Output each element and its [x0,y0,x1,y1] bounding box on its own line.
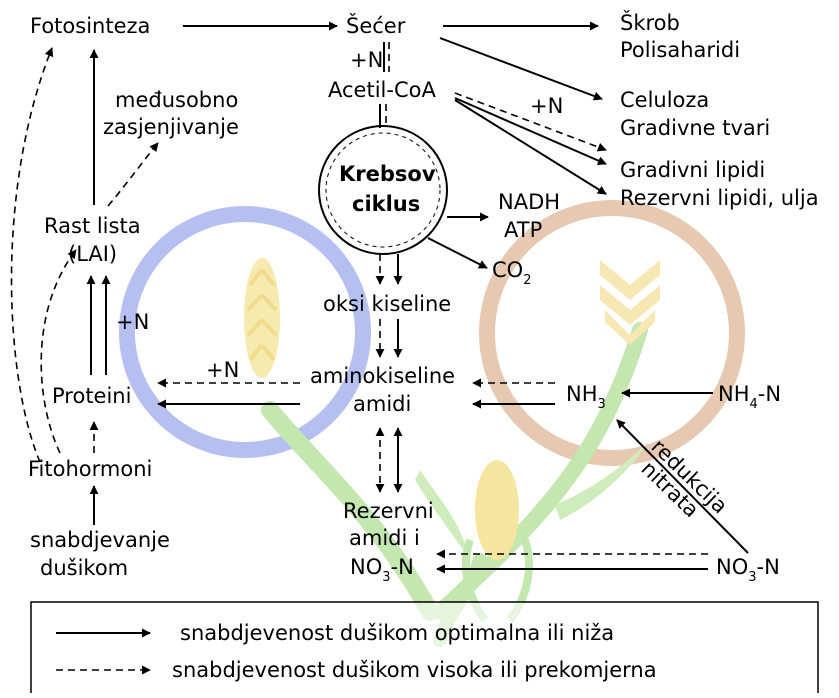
legend: snabdjevenost dušikom optimalna ili niža… [30,601,819,698]
arrow-rast-medusobno-dashed [107,142,159,207]
rez-no3-sub: 3 [382,570,390,585]
nh3-main: NH [566,382,598,406]
label-nadh: NADH [498,190,560,214]
label-ciklus: ciklus [352,192,420,216]
label-plus-n-proteini: +N [116,310,149,334]
label-fotosinteza: Fotosinteza [30,14,150,38]
dashed-arrows [10,42,708,559]
arrow-secer-celuloza [439,37,603,101]
label-celuloza: Celuloza [620,88,709,112]
label-proteini: Proteini [52,384,131,408]
label-acetil: Acetil-CoA [328,78,436,102]
arrow-fito-rast-dashed [40,249,77,454]
label-secer: Šećer [346,13,406,38]
label-amidi: amidi [353,392,411,416]
label-fitohormoni: Fitohormoni [28,457,152,481]
tan-ring [479,200,745,466]
label-dusikom: dušikom [40,556,128,580]
label-plus-n-secer: +N [350,48,383,72]
label-rezervni-lipidi: Rezervni lipidi, ulja [620,186,819,210]
krebs-cycle-circle [318,125,448,255]
label-rezervni: Rezervni [343,499,434,523]
rez-no3-tail: -N [391,555,414,579]
label-atp: ATP [504,218,542,242]
nh4-sub: 4 [750,397,758,412]
solid-arrows [86,21,749,574]
label-amidi-i: amidi i [349,526,420,550]
legend-box [30,601,819,698]
co2-sub: 2 [523,273,531,288]
rez-no3-main: NO [350,555,382,579]
label-gradivne-tvari: Gradivne tvari [620,116,770,140]
nh3-sub: 3 [598,397,606,412]
leaf-left [555,440,650,520]
legend-dashed-label: snabdjevenost dušikom visoka ili prekomj… [172,658,657,682]
label-skrob: Škrob [620,10,680,35]
label-plus-n-amino: +N [206,358,239,382]
no3-tail: -N [757,555,780,579]
legend-solid-label: snabdjevenost dušikom optimalna ili niža [180,621,614,645]
label-no3: NO3-N [716,555,780,585]
krebs-cycle-inner-circle [325,132,441,248]
arrow-acetil-rezervni [454,99,607,195]
arrow-krebs-co2 [427,237,488,269]
wheat-head-left [244,258,280,378]
label-snabdjevanje: snabdjevanje [30,528,170,552]
wheat-head-right [600,260,660,345]
label-nh4: NH4-N [718,382,781,412]
arrow-acetil-gradivni [454,97,607,165]
label-lai: (LAI) [68,242,117,266]
node-labels: Fotosinteza Šećer Škrob Polisaharidi +N … [28,10,819,585]
label-medusobno: međusobno [115,88,238,112]
label-krebsov: Krebsov [339,162,436,186]
leaf-right [415,470,470,560]
no3-main: NO [716,555,748,579]
wheat-grains-left [246,268,278,362]
label-oksi: oksi kiseline [323,292,451,316]
label-polisaharidi: Polisaharidi [620,38,740,62]
arrow-no3-nh3 [616,419,749,554]
label-gradivni-lipidi: Gradivni lipidi [620,158,765,182]
label-rast-lista: Rast lista [44,214,141,238]
label-nh3: NH3 [566,382,606,412]
watermark-logo [119,200,745,647]
label-plus-n-acetil: +N [530,94,563,118]
label-aminokiseline: aminokiseline [310,364,455,388]
nh4-main: NH [718,382,750,406]
arrow-acetil-gradivni-dashed [454,92,607,152]
label-rez-no3: NO3-N [350,555,414,585]
corn-cob [475,460,519,560]
co2-main: CO [492,258,523,282]
label-zasjenjivanje: zasjenjivanje [103,115,239,139]
arrow-fito-fotosinteza-dashed [10,47,54,463]
stem-left [261,401,439,621]
label-co2: CO2 [492,258,531,288]
nh4-tail: -N [758,382,781,406]
blue-ring [119,206,371,458]
no3-sub: 3 [748,570,756,585]
